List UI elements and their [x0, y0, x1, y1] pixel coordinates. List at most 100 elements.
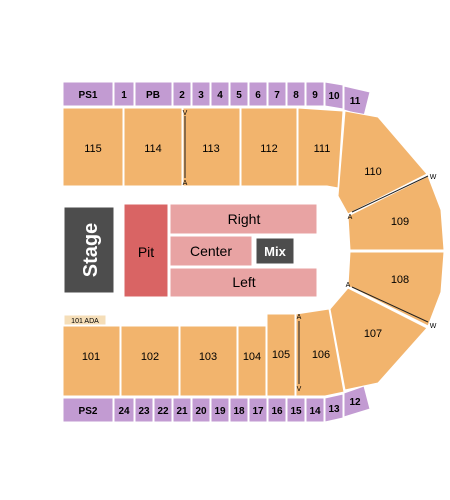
bottom-suites — [62, 385, 371, 423]
suite-12[interactable] — [343, 385, 371, 418]
suite-pb[interactable] — [134, 81, 173, 107]
suite-label: 1 — [121, 90, 127, 101]
section-101[interactable] — [62, 325, 121, 397]
suite-label: 21 — [176, 406, 188, 417]
section-113[interactable] — [182, 107, 241, 187]
suite-23[interactable] — [134, 397, 154, 423]
suite-label: 14 — [309, 406, 321, 417]
section-112[interactable] — [240, 107, 298, 187]
row-marker: A — [346, 282, 351, 289]
top-section-labels: 115 114 113 112 111 — [84, 143, 330, 155]
suite-label: 2 — [179, 90, 185, 101]
section-label: 112 — [260, 143, 278, 155]
section-102[interactable] — [120, 325, 180, 397]
bottom-sections — [62, 308, 345, 397]
section-110[interactable] — [337, 110, 428, 215]
section-label: 113 — [202, 143, 220, 155]
section-103[interactable] — [179, 325, 238, 397]
suite-17[interactable] — [248, 397, 268, 423]
floor-mix — [255, 237, 295, 265]
suite-8[interactable] — [286, 81, 306, 107]
suite-label: 8 — [293, 90, 299, 101]
section-label: 114 — [144, 143, 162, 155]
ada-section[interactable] — [63, 314, 107, 326]
suite-10[interactable] — [324, 81, 344, 110]
top-suites — [62, 81, 371, 117]
row-marker: A — [297, 314, 302, 321]
suite-14[interactable] — [305, 397, 325, 423]
floor-left-label: Left — [232, 274, 255, 290]
suite-4[interactable] — [210, 81, 230, 107]
top-sections — [62, 107, 344, 189]
suite-label: 4 — [217, 90, 223, 101]
section-label: 101 — [82, 351, 100, 363]
floor-pit-label: Pit — [138, 244, 154, 260]
floor-right[interactable] — [169, 203, 318, 235]
floor-center-label: Center — [190, 243, 232, 259]
section-105[interactable] — [266, 313, 296, 397]
suite-label: 23 — [138, 406, 150, 417]
section-115[interactable] — [62, 107, 124, 187]
suite-label: 13 — [328, 404, 340, 415]
suite-19[interactable] — [210, 397, 230, 423]
suite-label: 17 — [252, 406, 264, 417]
row-arrow-110 — [351, 175, 429, 213]
curve-sections — [329, 110, 445, 391]
section-114[interactable] — [123, 107, 183, 187]
suite-18[interactable] — [229, 397, 249, 423]
row-marker: A — [348, 214, 353, 221]
row-marker: W — [430, 323, 437, 330]
row-arrow-107 — [351, 286, 429, 323]
suite-21[interactable] — [172, 397, 192, 423]
section-label: 103 — [199, 351, 217, 363]
suite-2[interactable] — [172, 81, 192, 107]
ada-label: 101 ADA — [71, 318, 99, 325]
suite-20[interactable] — [191, 397, 211, 423]
floor-mix-label: Mix — [264, 244, 286, 259]
section-label: 110 — [364, 166, 382, 178]
suite-3[interactable] — [191, 81, 211, 107]
suite-label: 11 — [350, 96, 361, 107]
suite-label: 16 — [271, 406, 283, 417]
bottom-suite-labels: PS2 24 23 22 21 20 19 18 17 16 15 14 13 … — [79, 397, 361, 417]
floor: Stage Pit Right Center Mix Left — [63, 203, 318, 298]
suite-15[interactable] — [286, 397, 306, 423]
section-label: 104 — [243, 351, 261, 363]
suite-22[interactable] — [153, 397, 173, 423]
suite-label: PB — [146, 90, 160, 101]
section-label: 107 — [364, 328, 382, 340]
floor-pit[interactable] — [123, 203, 169, 298]
top-suite-labels: PS1 1 PB 2 3 4 5 6 7 8 9 10 11 — [79, 90, 361, 107]
suite-label: 5 — [236, 90, 242, 101]
row-marker: V — [183, 110, 188, 117]
section-106[interactable] — [295, 308, 345, 397]
suite-ps2[interactable] — [62, 397, 114, 423]
section-label: 109 — [391, 216, 409, 228]
suite-24[interactable] — [113, 397, 135, 423]
suite-1[interactable] — [113, 81, 135, 107]
bottom-section-labels: 101 102 103 104 105 106 — [82, 349, 330, 363]
suite-label: 6 — [255, 90, 261, 101]
section-104[interactable] — [237, 325, 267, 397]
suite-13[interactable] — [324, 393, 344, 423]
stage-label: Stage — [80, 223, 102, 277]
floor-left[interactable] — [169, 267, 318, 298]
row-marker: V — [297, 386, 302, 393]
suite-9[interactable] — [305, 81, 325, 107]
suite-16[interactable] — [267, 397, 287, 423]
floor-right-label: Right — [228, 211, 261, 227]
suite-label: 18 — [233, 406, 245, 417]
section-111[interactable] — [297, 107, 344, 189]
suite-label: PS1 — [79, 90, 98, 101]
suite-ps1[interactable] — [62, 81, 114, 107]
floor-center[interactable] — [169, 235, 253, 267]
suite-7[interactable] — [267, 81, 287, 107]
section-108[interactable] — [347, 251, 445, 327]
suite-5[interactable] — [229, 81, 249, 107]
curve-section-labels: 110 109 108 107 — [364, 166, 409, 340]
section-label: 111 — [314, 143, 331, 155]
suite-label: 19 — [214, 406, 226, 417]
suite-6[interactable] — [248, 81, 268, 107]
section-label: 115 — [84, 143, 102, 155]
